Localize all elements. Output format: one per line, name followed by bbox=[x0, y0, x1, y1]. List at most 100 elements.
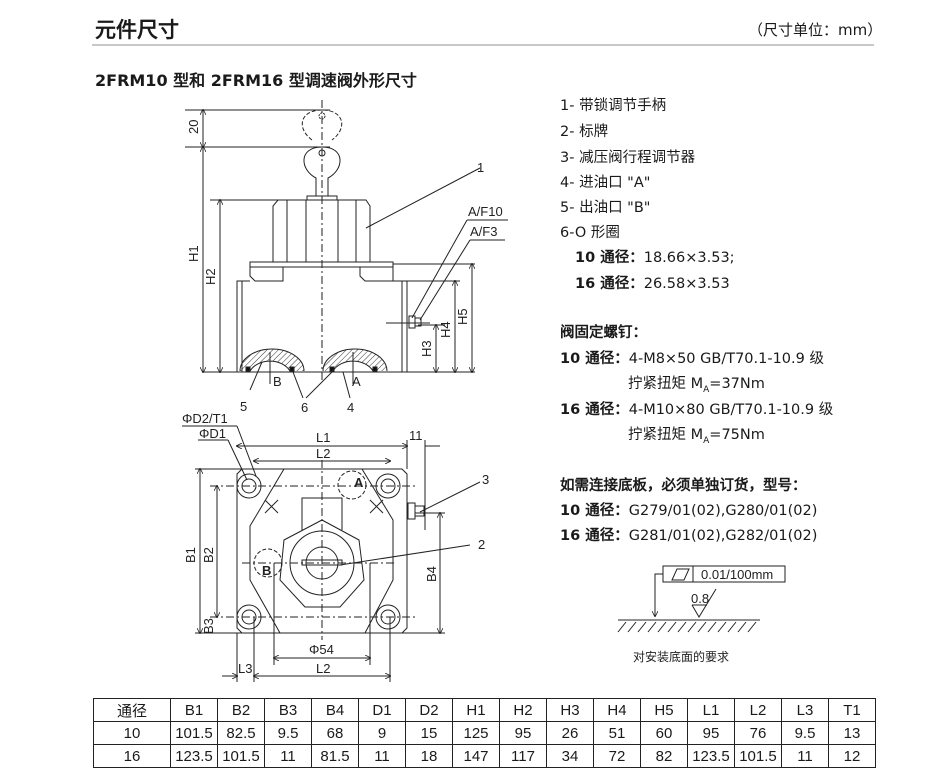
table-header-cell: H5 bbox=[640, 698, 688, 722]
screws-title: 阀固定螺钉： bbox=[560, 325, 647, 341]
table-cell: 95 bbox=[499, 721, 547, 745]
table-header-cell: B3 bbox=[264, 698, 312, 722]
table-cell: 9.5 bbox=[264, 721, 312, 745]
table-header-cell: H2 bbox=[499, 698, 547, 722]
torque-value: =37Nm bbox=[709, 376, 765, 392]
legend-item: 4- 进油口 "A" bbox=[560, 175, 651, 191]
dim-d1: ΦD1 bbox=[199, 426, 226, 441]
surface-requirement bbox=[617, 565, 786, 633]
drawing-subtitle: 2FRM10 型和 2FRM16 型调速阀外形尺寸 bbox=[95, 71, 417, 90]
table-cell: 123.5 bbox=[170, 744, 218, 768]
label-af10: A/F10 bbox=[468, 204, 503, 219]
table-cell: 13 bbox=[828, 721, 876, 745]
table-cell: 68 bbox=[311, 721, 359, 745]
dim-h5: H5 bbox=[455, 308, 470, 325]
torque-sub: A bbox=[703, 384, 710, 395]
torque-label: 拧紧扭矩 M bbox=[628, 427, 704, 443]
table-header-cell: L3 bbox=[781, 698, 829, 722]
dim-d2-t1: ΦD2/T1 bbox=[182, 411, 228, 426]
table-cell: 34 bbox=[546, 744, 594, 768]
torque-16: 拧紧扭矩 MA=75Nm bbox=[628, 423, 765, 446]
screw-10: 10 通径：4-M8×50 GB/T70.1-10.9 级 bbox=[560, 347, 824, 368]
table-cell: 147 bbox=[452, 744, 500, 768]
callout-6: 6 bbox=[301, 400, 308, 415]
table-header-cell: L2 bbox=[734, 698, 782, 722]
dim-b3: B3 bbox=[201, 618, 216, 634]
roughness-icon bbox=[691, 588, 717, 618]
callout-2: 2 bbox=[478, 537, 485, 552]
table-cell: 18 bbox=[405, 744, 453, 768]
port-b-circle bbox=[253, 548, 283, 578]
table-cell: 101.5 bbox=[217, 744, 265, 768]
table-cell: 125 bbox=[452, 721, 500, 745]
table-header-cell: D1 bbox=[358, 698, 406, 722]
port-a-label: A bbox=[352, 374, 361, 389]
top-view-labels: ΦD2/T1 ΦD1 L1 L2 11 3 2 A B B1 B2 B3 B4 … bbox=[182, 411, 489, 676]
table-cell: 12 bbox=[828, 744, 876, 768]
table-header-cell: T1 bbox=[828, 698, 876, 722]
callout-4: 4 bbox=[347, 400, 354, 415]
screw-label: 16 通径： bbox=[560, 402, 629, 418]
subplate-title: 如需连接底板，必须单独订货，型号： bbox=[560, 478, 807, 494]
dim-h3: H3 bbox=[419, 340, 434, 357]
dim-h1: H1 bbox=[186, 245, 201, 262]
legend-item: 5- 出油口 "B" bbox=[560, 200, 651, 216]
table-header-cell: L1 bbox=[687, 698, 735, 722]
legend-item: 6-O 形圈 bbox=[560, 225, 620, 241]
oring-16: 16 通径：26.58×3.53 bbox=[575, 272, 730, 293]
table-cell: 81.5 bbox=[311, 744, 359, 768]
flatness-value: 0.01/100mm bbox=[701, 567, 773, 582]
legend-item: 1- 带锁调节手柄 bbox=[560, 98, 667, 114]
section-title: 元件尺寸 bbox=[95, 18, 179, 42]
subplate-value: G279/01(02),G280/01(02) bbox=[628, 503, 818, 519]
side-view bbox=[185, 100, 508, 399]
table-cell: 16 bbox=[93, 744, 171, 768]
subplate-label: 16 通径： bbox=[560, 528, 629, 544]
label-af3: A/F3 bbox=[470, 224, 497, 239]
dim-b4: B4 bbox=[424, 566, 439, 582]
dim-l1: L1 bbox=[316, 430, 330, 445]
roughness-value: 0.8 bbox=[691, 591, 709, 606]
table-cell: 95 bbox=[687, 721, 735, 745]
top-view bbox=[182, 425, 481, 682]
dim-b2: B2 bbox=[201, 547, 216, 563]
table-header-cell: H1 bbox=[452, 698, 500, 722]
flatness-icon bbox=[671, 568, 690, 581]
table-cell: 9 bbox=[358, 721, 406, 745]
dim-l3: L3 bbox=[238, 661, 252, 676]
table-cell: 123.5 bbox=[687, 744, 735, 768]
table-cell: 117 bbox=[499, 744, 547, 768]
table-cell: 9.5 bbox=[781, 721, 829, 745]
table-cell: 76 bbox=[734, 721, 782, 745]
torque-value: =75Nm bbox=[709, 427, 765, 443]
table-cell: 10 bbox=[93, 721, 171, 745]
dim-h4: H4 bbox=[438, 321, 453, 338]
table-cell: 26 bbox=[546, 721, 594, 745]
surface-caption: 对安装底面的要求 bbox=[633, 649, 729, 664]
table-header-cell: H3 bbox=[546, 698, 594, 722]
port-a-label-top: A bbox=[354, 475, 364, 490]
dim-h2: H2 bbox=[203, 268, 218, 285]
table-cell: 51 bbox=[593, 721, 641, 745]
callout-3: 3 bbox=[482, 472, 489, 487]
table-cell: 11 bbox=[781, 744, 829, 768]
subplate-16: 16 通径：G281/01(02),G282/01(02) bbox=[560, 524, 817, 545]
subplate-10: 10 通径：G279/01(02),G280/01(02) bbox=[560, 499, 817, 520]
dim-20: 20 bbox=[186, 120, 201, 134]
subplate-label: 10 通径： bbox=[560, 503, 629, 519]
table-cell: 11 bbox=[358, 744, 406, 768]
oring-label: 10 通径： bbox=[575, 250, 644, 266]
table-header-cell: 通径 bbox=[93, 698, 171, 722]
callout-1: 1 bbox=[477, 160, 484, 175]
table-header-cell: B2 bbox=[217, 698, 265, 722]
port-a-circle bbox=[337, 470, 367, 500]
handle-raised bbox=[301, 109, 343, 141]
table-header-cell: D2 bbox=[405, 698, 453, 722]
header-divider bbox=[92, 44, 874, 46]
side-view-labels: 20 H1 H2 H5 H4 H3 A/F10 A/F3 1 B A 5 6 4 bbox=[186, 120, 503, 415]
